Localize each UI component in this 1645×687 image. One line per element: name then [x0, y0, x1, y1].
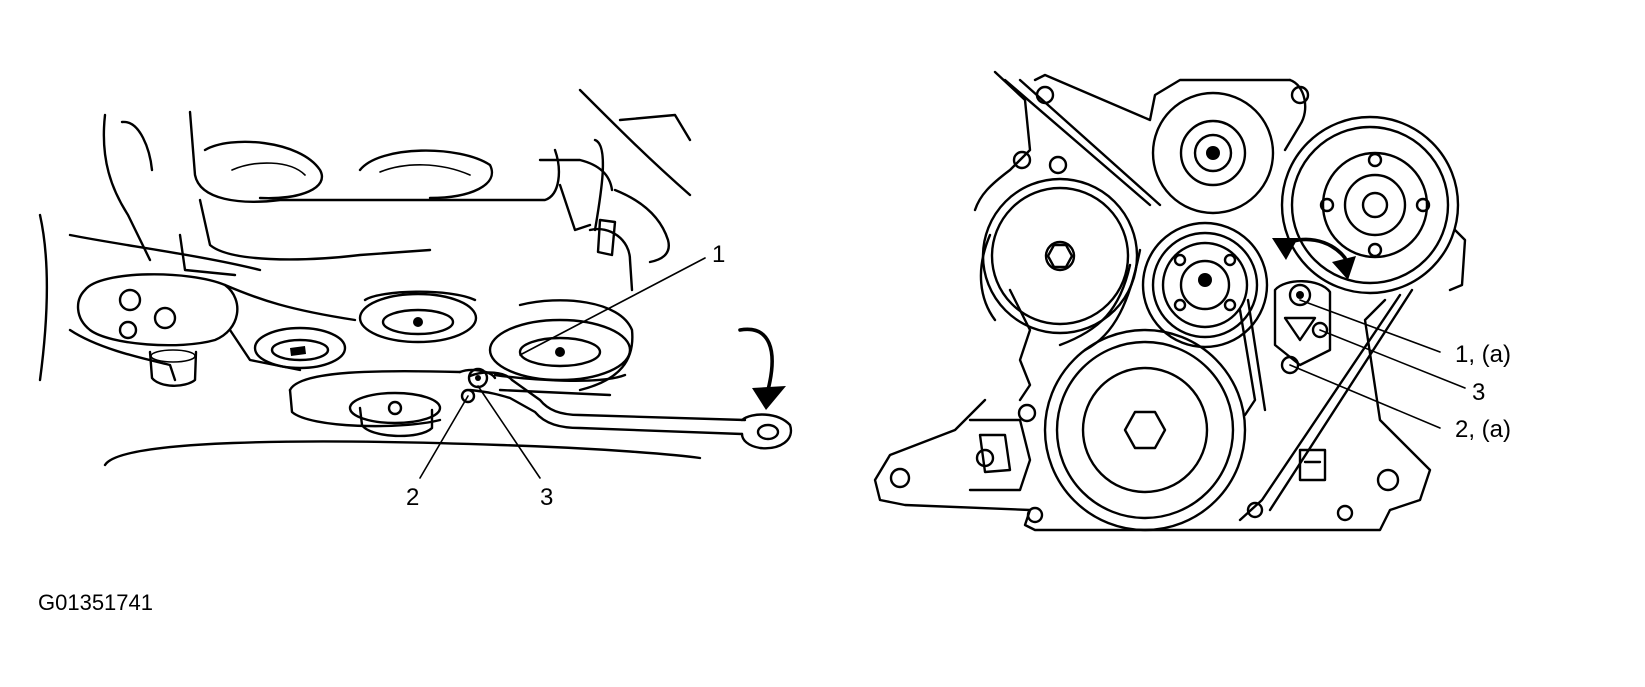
right-callout-2a: 2, (a)	[1455, 416, 1511, 443]
left-callout-3: 3	[540, 484, 553, 511]
right-callout-3: 3	[1472, 379, 1485, 406]
left-engine-view	[38, 88, 793, 479]
right-callout-1a: 1, (a)	[1455, 341, 1511, 368]
figure-code: G01351741	[38, 590, 153, 615]
right-belt-routing-view	[873, 70, 1467, 532]
left-callout-1: 1	[712, 241, 725, 268]
left-callout-2: 2	[406, 484, 419, 511]
